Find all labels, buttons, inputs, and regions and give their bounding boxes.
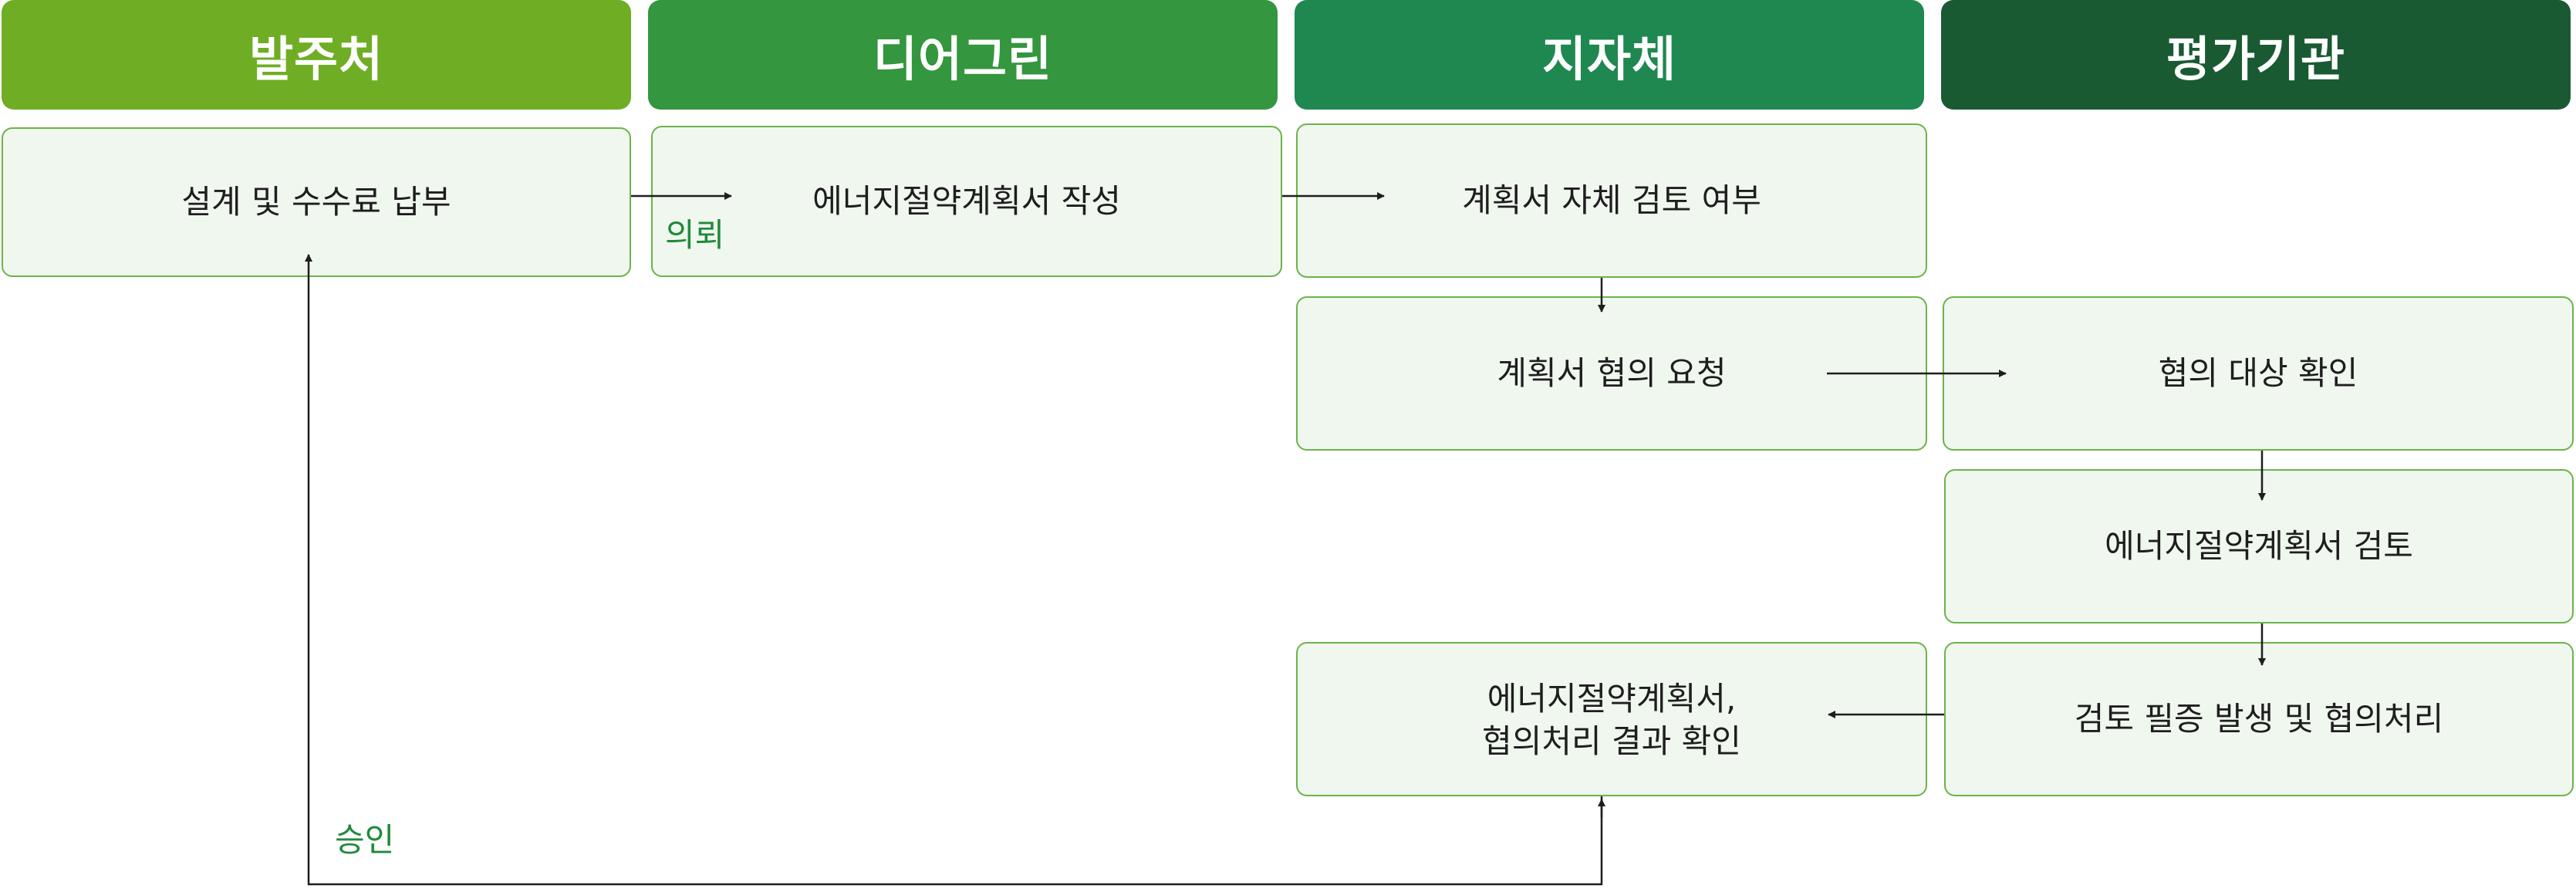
- arrow-approve: [305, 254, 1603, 886]
- node-result-check: 에너지절약계획서, 협의처리 결과 확인: [1296, 642, 1927, 796]
- node-plan-consult-request: 계획서 협의 요청: [1296, 296, 1927, 451]
- edge-label-request: 의뢰: [665, 216, 725, 254]
- header-client: 발주처: [2, 0, 631, 110]
- node-plan-consult-request-text: 계획서 협의 요청: [1497, 353, 1727, 392]
- node-design-fee-text: 설계 및 수수료 납부: [181, 182, 451, 221]
- node-review-issue: 검토 필증 발생 및 협의처리: [1944, 642, 2574, 796]
- header-local-government: 지자체: [1295, 0, 1924, 110]
- node-plan-write-text: 에너지절약계획서 작성: [812, 181, 1121, 220]
- node-plan-write: 에너지절약계획서 작성: [651, 126, 1282, 277]
- node-result-check-text: 에너지절약계획서, 협의처리 결과 확인: [1482, 678, 1741, 762]
- header-evaluation-agency: 평가기관: [1941, 0, 2571, 110]
- edge-label-approve: 승인: [335, 821, 395, 859]
- node-consult-target-check-text: 협의 대상 확인: [2158, 353, 2358, 392]
- node-plan-self-review: 계획서 자체 검토 여부: [1296, 123, 1927, 278]
- header-deargreen: 디어그린: [648, 0, 1278, 110]
- node-plan-self-review-text: 계획서 자체 검토 여부: [1462, 181, 1761, 219]
- node-result-check-line2: 협의처리 결과 확인: [1482, 722, 1741, 760]
- node-result-check-line1: 에너지절약계획서,: [1487, 680, 1737, 718]
- node-consult-target-check: 협의 대상 확인: [1943, 296, 2574, 451]
- node-design-fee: 설계 및 수수료 납부: [2, 127, 631, 277]
- node-plan-review-text: 에너지절약계획서 검토: [2105, 526, 2413, 565]
- node-review-issue-text: 검토 필증 발생 및 협의처리: [2074, 699, 2444, 738]
